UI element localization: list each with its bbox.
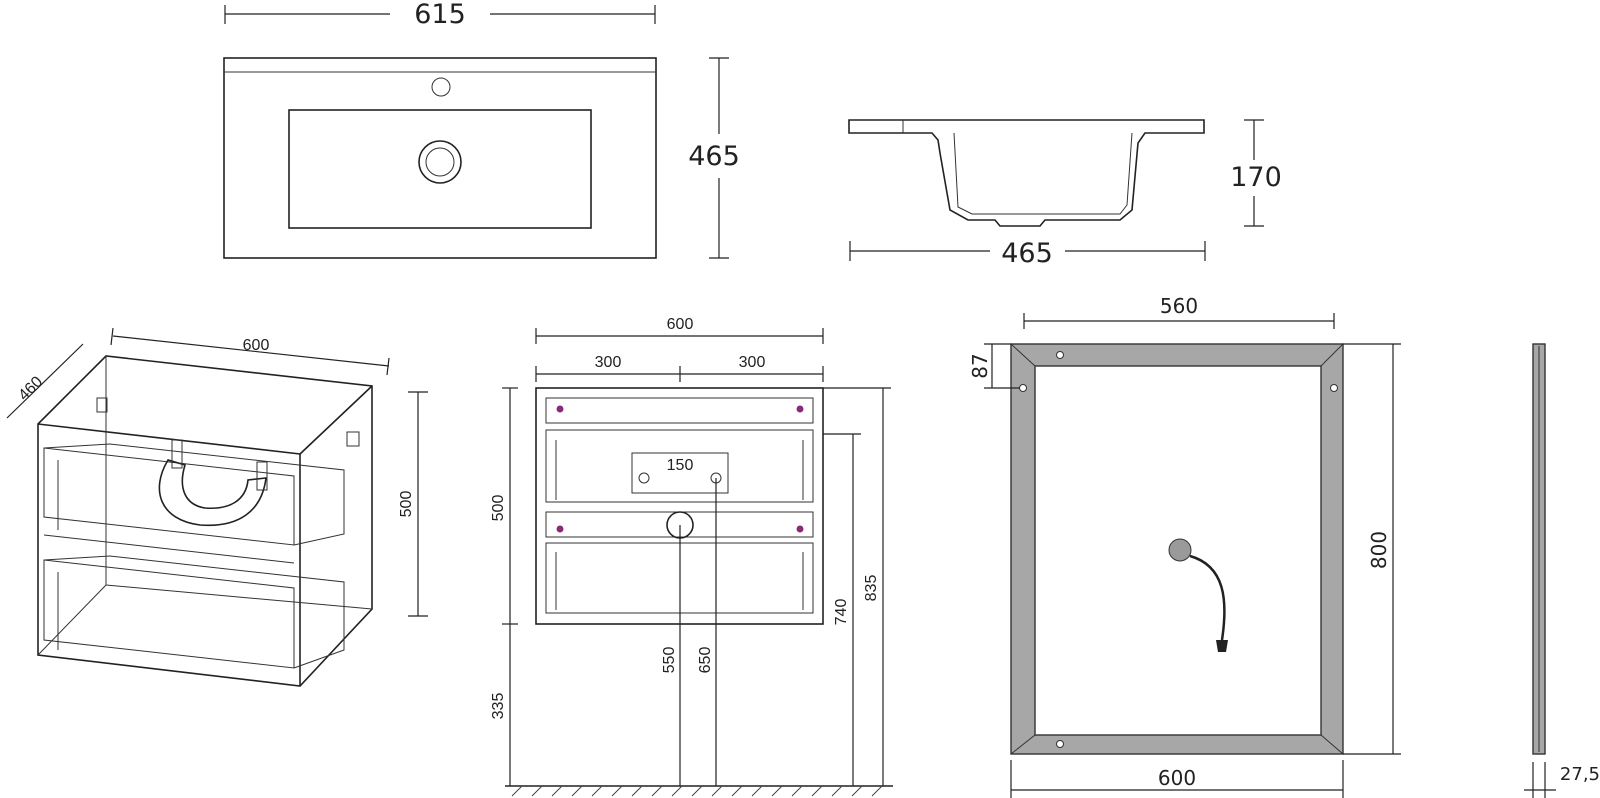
mirror-thickness-label: 27,5 <box>1560 764 1600 785</box>
front-bracket-spacing-label: 150 <box>667 457 694 474</box>
mirror-view: 560 87 800 600 27,5 <box>968 294 1600 798</box>
switch-sensor-icon <box>1168 538 1192 562</box>
cabinet-isometric-view: 600 460 500 <box>6 327 428 687</box>
basin-section-view: 170 465 <box>848 119 1282 269</box>
front-floor-to-top-label: 835 <box>863 575 880 602</box>
front-body-height-label: 500 <box>490 495 507 522</box>
cabinet-iso-height-label: 500 <box>398 491 415 518</box>
hanger-hole-left-icon <box>1019 384 1027 392</box>
front-floor-to-bracket-label: 650 <box>697 647 714 674</box>
basin-section-height-label: 170 <box>1230 162 1282 193</box>
basin-depth-label: 465 <box>688 141 740 172</box>
front-floor-to-bottom-label: 335 <box>490 693 507 720</box>
front-floor-to-rim-label: 740 <box>833 599 850 626</box>
cabinet-iso-depth-label: 460 <box>15 373 46 404</box>
siphon-cutout-icon <box>158 459 267 527</box>
cabinet-front-view: 600 300 300 150 500 335 550 650 740 835 <box>490 316 893 797</box>
front-half-left-label: 300 <box>595 354 622 371</box>
basin-top-view: 615 465 <box>223 0 740 259</box>
hanger-hole-right-icon <box>1330 384 1338 392</box>
front-half-right-label: 300 <box>739 354 766 371</box>
mirror-width-label: 600 <box>1158 766 1196 790</box>
mirror-height-label: 800 <box>1367 531 1391 569</box>
power-cable <box>1189 554 1226 641</box>
plug-icon <box>1216 640 1228 652</box>
front-width-label: 600 <box>667 316 694 333</box>
drain-icon <box>418 140 462 184</box>
bracket-hole-left-icon <box>638 472 650 484</box>
mirror-hanger-offset-label: 87 <box>968 353 992 378</box>
wall-bracket <box>631 452 729 494</box>
front-floor-to-drain-label: 550 <box>661 647 678 674</box>
tap-hole-icon <box>431 77 451 97</box>
floor-hatch <box>511 785 883 797</box>
basin-width-label: 615 <box>414 0 466 30</box>
cabinet-iso-width-label: 600 <box>243 337 270 354</box>
basin-section-depth-label: 465 <box>1001 238 1053 269</box>
mirror-hanger-spacing-label: 560 <box>1160 294 1198 318</box>
